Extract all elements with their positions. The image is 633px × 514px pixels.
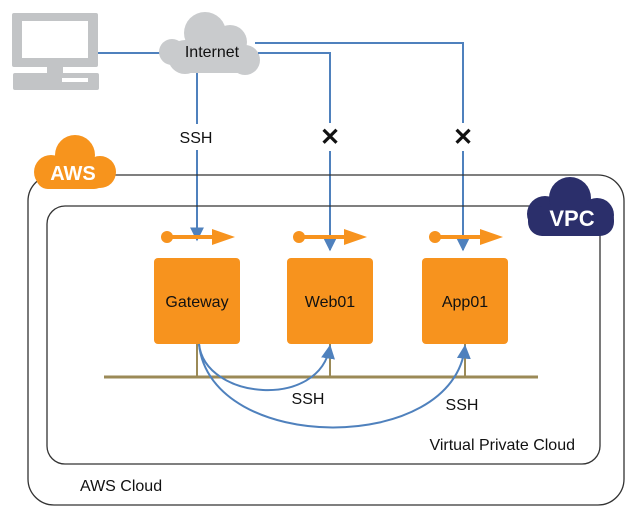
instance-app01-label: App01 — [442, 294, 488, 311]
aws-badge-label: AWS — [50, 163, 96, 185]
computer-icon — [12, 13, 99, 90]
gateway-web01-ssh-curve — [198, 343, 335, 391]
elastic-ip-icon-gateway — [161, 229, 235, 245]
aws-cloud-badge-icon — [34, 135, 116, 189]
internet-web01-link — [258, 52, 337, 252]
gateway-app01-ssh-curve — [198, 343, 471, 429]
internet-label: Internet — [185, 44, 240, 61]
internet-app01-link — [255, 42, 470, 252]
blocked-bg-app01 — [449, 123, 477, 151]
aws-cloud-boundary — [27, 174, 625, 506]
internet-links — [190, 42, 470, 252]
instance-app01[interactable]: App01 — [422, 258, 508, 344]
vpc-badge-label: VPC — [549, 206, 594, 231]
ssh-web01-label: SSH — [292, 391, 325, 408]
instance-gateway[interactable]: Gateway — [154, 258, 240, 344]
internet-cloud-icon — [159, 12, 260, 75]
instance-web01[interactable]: Web01 — [287, 258, 373, 344]
ssh-allowed-label: SSH — [180, 130, 213, 147]
instance-gateway-label: Gateway — [165, 294, 228, 311]
elastic-ip-icon-app01 — [429, 229, 503, 245]
aws-cloud-label: AWS Cloud — [80, 478, 162, 495]
blocked-bg-web01 — [316, 123, 344, 151]
ssh-app01-label: SSH — [446, 397, 479, 414]
vpc-cloud-badge-icon — [527, 177, 614, 236]
vpc-boundary — [46, 205, 601, 465]
blocked-mark-app01: ✕ — [453, 124, 473, 151]
elastic-ip-icon-web01 — [293, 229, 367, 245]
vpc-label: Virtual Private Cloud — [429, 437, 575, 454]
instance-web01-label: Web01 — [305, 294, 356, 311]
ssh-label-bg — [172, 124, 220, 150]
blocked-mark-web01: ✕ — [320, 124, 340, 151]
